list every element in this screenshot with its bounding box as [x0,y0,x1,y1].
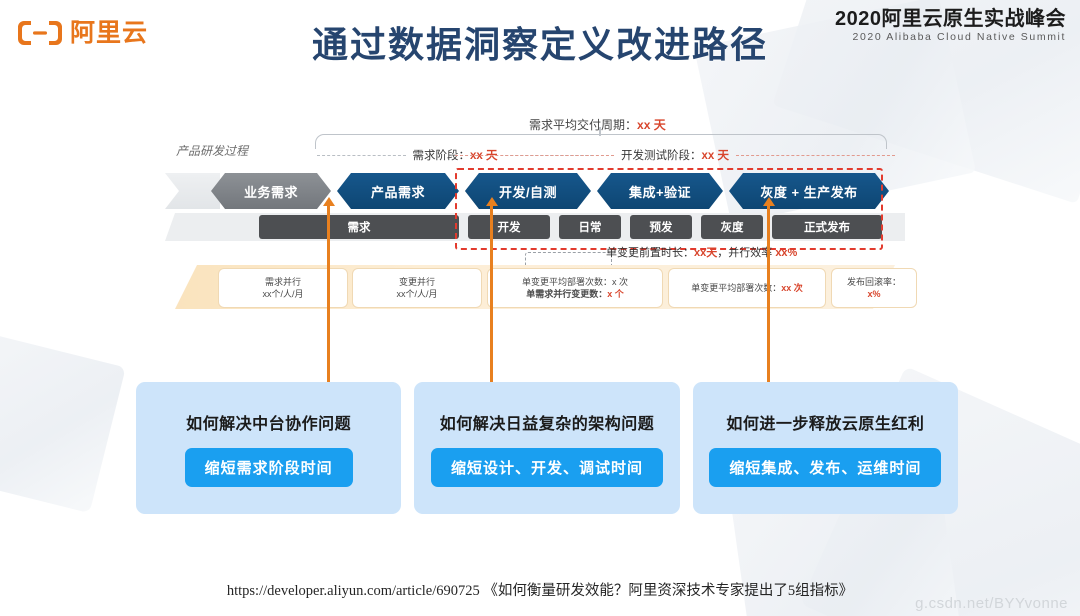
delivery-cycle-value: xx 天 [637,118,666,132]
metric-line2: x% [867,288,880,300]
card-title: 如何进一步释放云原生红利 [726,410,924,434]
metric-box-avg-deploy-count[interactable]: 单变更平均部署次数：xx 次 [668,268,826,308]
metric-line1: 单变更平均部署次数：x 次 [522,276,628,288]
arrow-requirement [327,205,330,382]
insight-card-row: 如何解决中台协作问题 缩短需求阶段时间 如何解决日益复杂的架构问题 缩短设计、开… [136,382,958,514]
metric-line2: xx个/人/月 [262,288,303,300]
substage-requirement[interactable]: 需求 [259,215,459,239]
insight-card-cloud-native[interactable]: 如何进一步释放云原生红利 缩短集成、发布、运维时间 [693,382,958,514]
lead-time-value-b: xx% [775,247,797,259]
devtest-phase-value: xx 天 [702,150,730,162]
stage-label: 产品需求 [371,182,425,201]
lead-time-text-a: 单变更前置时长： [606,247,694,259]
metric-line1: 需求并行 [265,276,301,288]
card-action-button[interactable]: 缩短集成、发布、运维时间 [709,448,941,487]
delivery-cycle-label: 需求平均交付周期：xx 天 [529,116,666,133]
card-title: 如何解决日益复杂的架构问题 [440,410,655,434]
summit-branding: 2020阿里云原生实战峰会 2020 Alibaba Cloud Native … [835,8,1066,45]
metric-line2: 单需求并行变更数：x 个 [526,288,624,300]
card-action-button[interactable]: 缩短需求阶段时间 [185,448,353,487]
arrow-release [767,205,770,382]
devtest-phase-label: 开发测试阶段：xx 天 [455,148,895,162]
metric-line2: xx个/人/月 [396,288,437,300]
metric-line1: 发布回滚率： [847,276,901,288]
summit-title-en: 2020 Alibaba Cloud Native Summit [835,31,1066,45]
metric-box-rollback-rate[interactable]: 发布回滚率： x% [831,268,917,308]
arrow-development [490,205,493,382]
delivery-cycle-text: 需求平均交付周期： [529,118,637,132]
devtest-highlight-box [455,168,883,250]
process-label: 产品研发过程 [176,142,248,159]
watermark: g.csdn.net/BYYvonne [915,595,1068,612]
stage-business-requirement[interactable]: 业务需求 [211,173,331,209]
insight-card-middle-platform[interactable]: 如何解决中台协作问题 缩短需求阶段时间 [136,382,401,514]
process-diagram: 产品研发过程 需求平均交付周期：xx 天 需求阶段：xx 天 开发测试阶段：xx… [0,100,1080,350]
metric-line1: 单变更平均部署次数：xx 次 [691,282,803,294]
stage-product-requirement[interactable]: 产品需求 [337,173,459,209]
devtest-phase-text: 开发测试阶段： [621,150,702,162]
lead-time-bracket [525,252,612,266]
delivery-cycle-brace [315,134,887,149]
stage-label: 业务需求 [244,182,298,201]
card-action-button[interactable]: 缩短设计、开发、调试时间 [431,448,663,487]
summit-title-cn: 2020阿里云原生实战峰会 [835,8,1066,31]
insight-card-architecture[interactable]: 如何解决日益复杂的架构问题 缩短设计、开发、调试时间 [414,382,679,514]
card-title: 如何解决中台协作问题 [186,410,351,434]
metric-box-change-parallel[interactable]: 变更并行 xx个/人/月 [352,268,482,308]
metric-box-deploy-count-parallel-change[interactable]: 单变更平均部署次数：x 次 单需求并行变更数：x 个 [487,268,663,308]
lead-time-value-a: xx天 [694,247,717,259]
delivery-cycle-stem [599,127,601,136]
metric-line1: 变更并行 [399,276,435,288]
substage-label: 需求 [348,219,371,235]
